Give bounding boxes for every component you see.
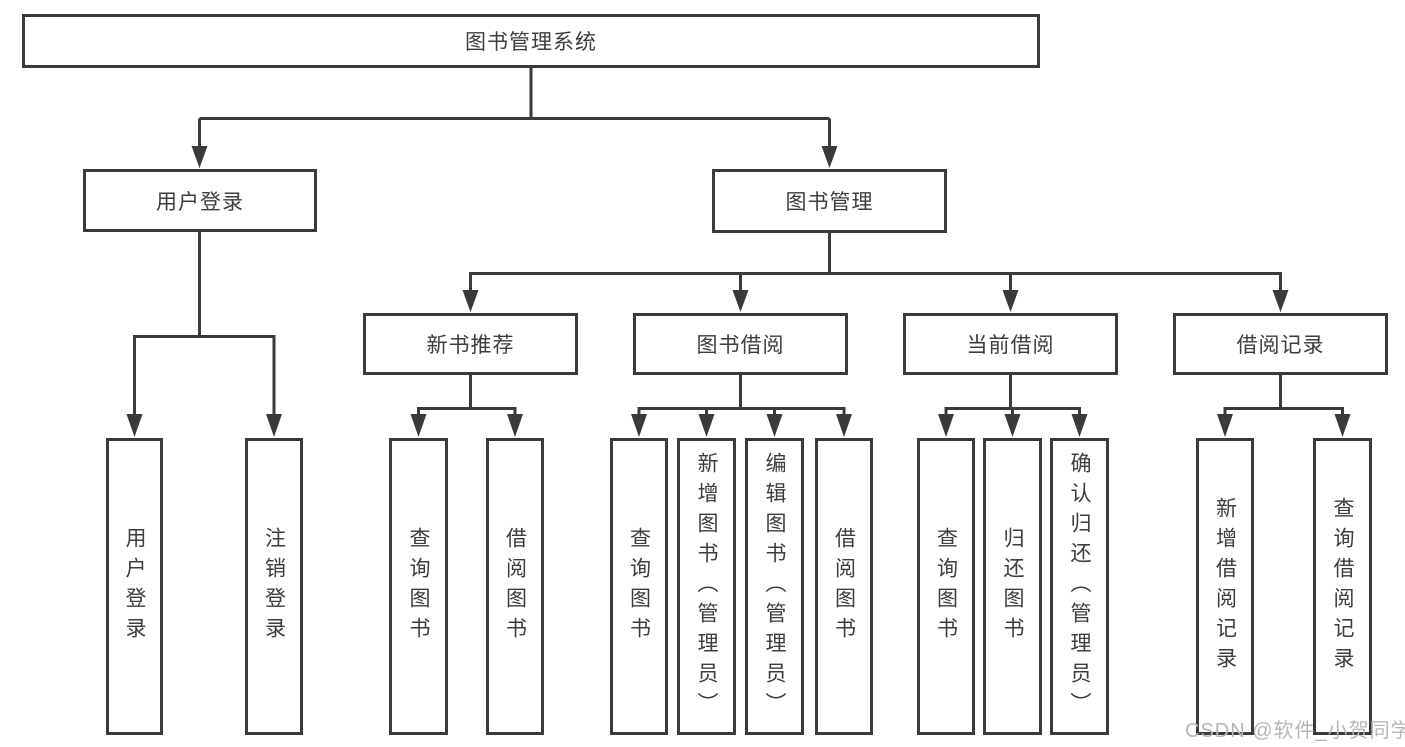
node-new-book-recommend: 新书推荐: [363, 313, 578, 375]
leaf-current-confirm-return-admin: 确认归还（管理员）: [1050, 438, 1109, 735]
node-root: 图书管理系统: [22, 14, 1040, 68]
leaf-borrowing-query-books: 查询图书: [610, 438, 668, 735]
leaf-newbook-query-books: 查询图书: [389, 438, 448, 735]
node-borrow-records: 借阅记录: [1173, 313, 1388, 375]
node-user-login: 用户登录: [83, 169, 317, 232]
node-current-borrowing: 当前借阅: [903, 313, 1118, 375]
leaf-borrowing-borrow-books: 借阅图书: [815, 438, 873, 735]
watermark: CSDN @软件_小贺同学: [1185, 720, 1405, 742]
leaf-borrowing-add-books-admin: 新增图书（管理员）: [677, 438, 736, 735]
leaf-records-add-record: 新增借阅记录: [1196, 438, 1254, 735]
leaf-borrowing-edit-books-admin: 编辑图书（管理员）: [745, 438, 804, 735]
node-book-management: 图书管理: [712, 169, 947, 233]
leaf-logout: 注销登录: [245, 438, 303, 735]
leaf-user-login: 用户登录: [106, 438, 163, 735]
node-book-borrowing: 图书借阅: [633, 313, 848, 375]
leaf-current-query-books: 查询图书: [917, 438, 975, 735]
leaf-newbook-borrow-books: 借阅图书: [486, 438, 544, 735]
leaf-current-return-books: 归还图书: [983, 438, 1042, 735]
leaf-records-query-record: 查询借阅记录: [1313, 438, 1372, 735]
